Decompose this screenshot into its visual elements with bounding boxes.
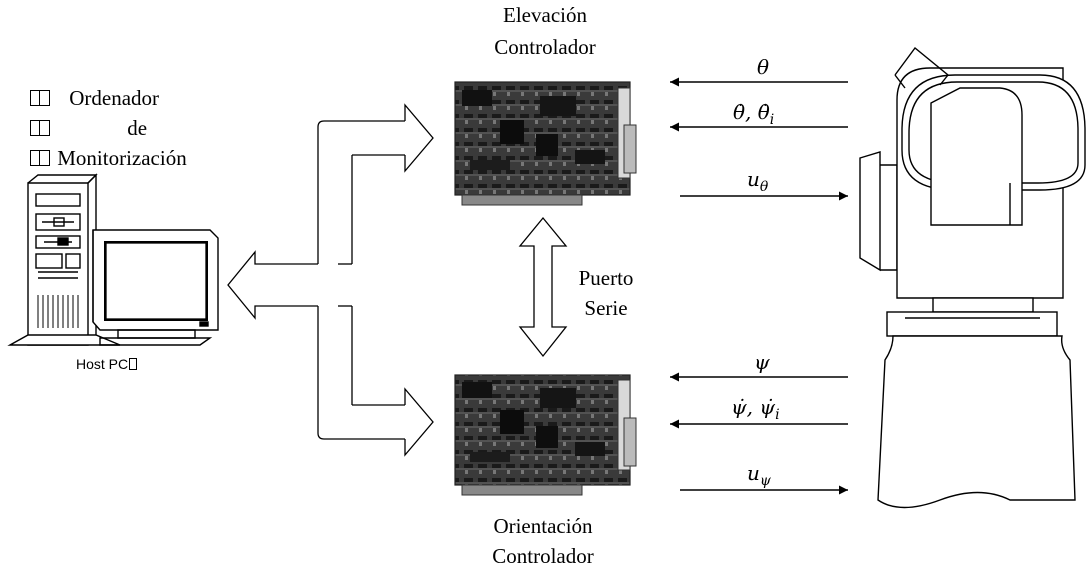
- psi-dot-label: ψ̇, ψ̇i: [731, 395, 780, 423]
- bus-arrow-icon: [227, 103, 434, 457]
- serial-port-label-1: Puerto: [578, 266, 634, 290]
- signal-arrows: [670, 77, 848, 495]
- placeholder-glyph-icon: [30, 120, 50, 136]
- orientation-controller-title: Orientación: [493, 514, 593, 538]
- theta-dot-label: θ̇, θ̇i: [733, 100, 775, 128]
- serial-double-arrow-icon: [518, 216, 568, 358]
- orientation-controller-card: [454, 374, 637, 496]
- orientation-controller-subtitle: Controlador: [492, 544, 594, 568]
- placeholder-glyph-icon: [30, 150, 50, 166]
- host-pc-icon: [7, 173, 219, 346]
- elevation-controller-card: [454, 81, 637, 206]
- monitor-label-2: de: [30, 116, 147, 140]
- placeholder-glyph-icon: [30, 90, 50, 106]
- elevation-controller-subtitle: Controlador: [494, 35, 596, 59]
- u-theta-label: uθ: [747, 167, 769, 195]
- u-psi-label: uψ: [747, 461, 771, 489]
- theta-label: θ: [757, 55, 770, 79]
- psi-label: ψ: [754, 350, 770, 374]
- host-pc-label: Host PC: [76, 356, 138, 372]
- elevation-controller-title: Elevación: [503, 3, 587, 27]
- monitor-label-3: Monitorización: [30, 146, 187, 170]
- serial-port-label-2: Serie: [584, 296, 628, 320]
- pan-tilt-camera-icon: [859, 46, 1086, 509]
- monitor-label-1: Ordenador: [30, 86, 159, 110]
